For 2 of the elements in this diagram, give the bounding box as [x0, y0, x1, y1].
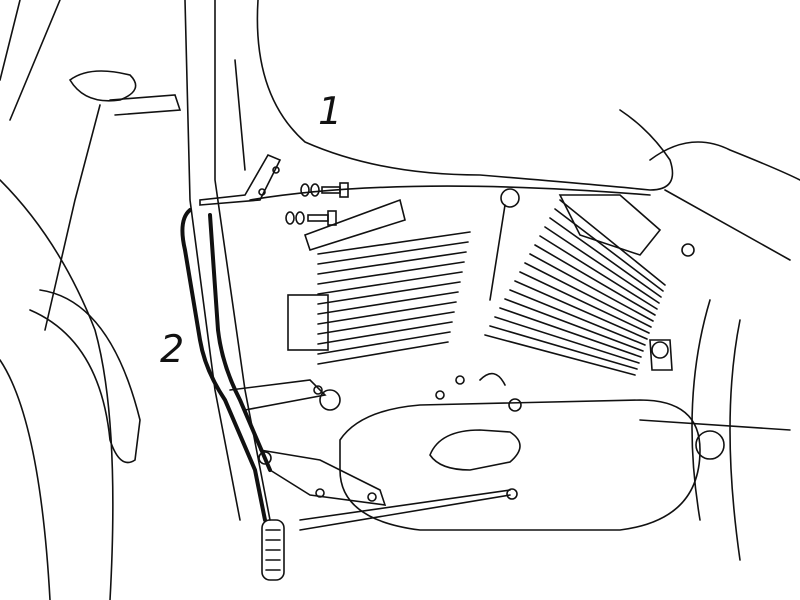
callout-number: 2 [160, 330, 184, 368]
callout-number: 1 [318, 92, 342, 130]
